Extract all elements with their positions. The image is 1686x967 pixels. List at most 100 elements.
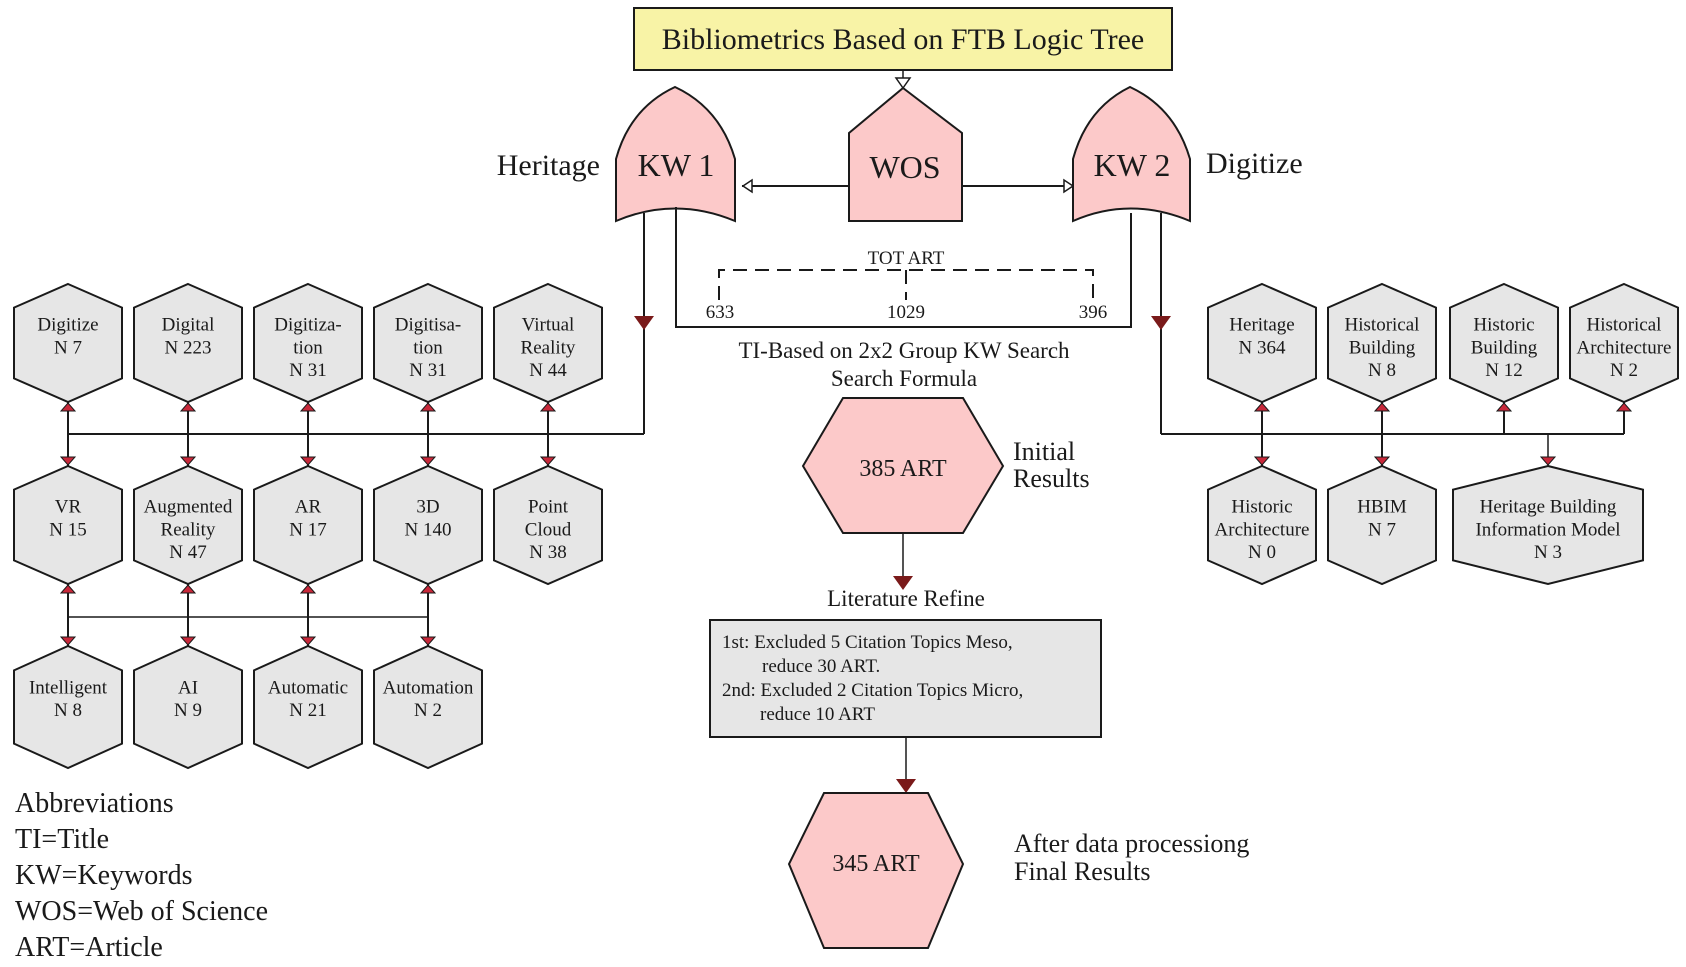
- connector-arrow-up-icon: [539, 402, 557, 412]
- connector-arrow-up-icon: [1253, 402, 1271, 412]
- kw2-label: KW 2: [1094, 147, 1171, 183]
- keyword-count: N 140: [405, 519, 452, 540]
- connector-arrow-down-icon: [419, 456, 437, 466]
- connector-arrow-up-icon: [1495, 402, 1513, 412]
- search-formula-label: Search Formula: [831, 366, 977, 391]
- connector-arrow-up-icon: [179, 402, 197, 412]
- initial-results-note: Results: [1013, 464, 1090, 493]
- connector-arrow-down-icon: [299, 636, 317, 646]
- keyword-count: N 0: [1248, 542, 1276, 563]
- hexagon-shape: [373, 282, 483, 404]
- hexagon-shape: [133, 464, 243, 586]
- refine-step-2: 2nd: Excluded 2 Citation Topics Micro,: [722, 680, 1023, 701]
- hexagon-shape: [1452, 464, 1644, 586]
- keyword-label: Information Model: [1475, 519, 1620, 540]
- refine-step-1: 1st: Excluded 5 Citation Topics Meso,: [722, 632, 1013, 653]
- keyword-label: Reality: [161, 519, 216, 540]
- initial-results-note: Initial: [1013, 437, 1075, 466]
- connector-arrow-up-icon: [299, 402, 317, 412]
- keyword-label: Automatic: [268, 677, 348, 698]
- keyword-label: Historic: [1231, 497, 1292, 518]
- keyword-label: Architecture: [1215, 519, 1310, 540]
- abbreviation-item: WOS=Web of Science: [15, 896, 268, 927]
- tot-art-bracket: TOT ART 633 1029 396: [706, 248, 1108, 323]
- hexagon-shape: [1207, 282, 1317, 404]
- connector-arrow-down-icon: [59, 636, 77, 646]
- connector-arrow-down-icon: [179, 636, 197, 646]
- hexagon-shape: [13, 464, 123, 586]
- connector-arrow-down-icon: [1373, 456, 1391, 466]
- keyword-label: AI: [178, 677, 198, 698]
- connector-arrow-up-icon: [179, 584, 197, 594]
- connector-arrow-up-icon: [419, 584, 437, 594]
- hexagon-shape: [253, 282, 363, 404]
- keyword-node-ar: ARN 17: [253, 464, 363, 586]
- keyword-label: Digitize: [37, 315, 98, 336]
- keyword-node-ai: AIN 9: [133, 644, 243, 770]
- connector-arrow-up-icon: [299, 584, 317, 594]
- connector-arrow-down-icon: [59, 456, 77, 466]
- keyword-label: Heritage: [1229, 315, 1294, 336]
- open-arrow-icon: [741, 178, 753, 194]
- hexagon-shape: [373, 644, 483, 770]
- keyword-label: Historical: [1587, 315, 1662, 336]
- abbreviations-legend: Abbreviations TI=Title KW=Keywords WOS=W…: [15, 788, 268, 963]
- keyword-count: N 8: [54, 700, 82, 721]
- tot-art-total-count: 1029: [887, 302, 925, 323]
- connector-arrow-down-icon: [539, 456, 557, 466]
- final-results-count: 345 ART: [832, 851, 920, 877]
- keyword-count: N 223: [165, 337, 212, 358]
- final-results-node: 345 ART: [787, 792, 965, 949]
- final-results-note: Final Results: [1014, 857, 1151, 886]
- keyword-label: Automation: [383, 677, 474, 698]
- arrow-down-icon: [896, 779, 916, 793]
- tot-art-label: TOT ART: [868, 248, 945, 269]
- keyword-label: 3D: [416, 497, 439, 518]
- keyword-label: Digitisa-: [395, 315, 462, 336]
- hexagon-shape: [1327, 464, 1437, 586]
- keyword-count: N 31: [409, 360, 446, 381]
- connector-arrow-down-icon: [1253, 456, 1271, 466]
- keyword-count: N 2: [414, 700, 442, 721]
- tot-art-kw2-count: 396: [1079, 302, 1108, 323]
- connector-arrow-down-icon: [1539, 456, 1557, 466]
- connector-arrow-up-icon: [59, 584, 77, 594]
- keyword-count: N 12: [1485, 360, 1522, 381]
- title-box: Bibliometrics Based on FTB Logic Tree: [633, 7, 1173, 71]
- keyword-count: N 21: [289, 700, 326, 721]
- keyword-label: Augmented: [144, 497, 233, 518]
- hexagon-shape: [1327, 282, 1437, 404]
- kw2-gate: KW 2: [1072, 85, 1191, 223]
- hexagon-shape: [1449, 282, 1559, 404]
- connector-arrow-down-icon: [419, 636, 437, 646]
- keyword-count: N 17: [289, 519, 326, 540]
- keyword-count: N 15: [49, 519, 86, 540]
- keyword-label: Building: [1349, 337, 1416, 358]
- keyword-label: Virtual: [522, 315, 575, 336]
- keyword-label: HBIM: [1357, 497, 1407, 518]
- open-arrow-icon: [1063, 178, 1075, 194]
- hexagon-shape: [133, 644, 243, 770]
- keyword-label: Point: [528, 497, 569, 518]
- abbreviation-item: KW=Keywords: [15, 860, 193, 891]
- abbreviation-item: ART=Article: [15, 932, 163, 963]
- keyword-count: N 44: [529, 360, 567, 381]
- arrow-down-icon: [634, 316, 654, 330]
- initial-results-node: 385 ART: [801, 397, 1005, 534]
- kw1-label: KW 1: [638, 147, 715, 183]
- initial-results-count: 385 ART: [859, 456, 947, 482]
- keyword-count: N 364: [1239, 337, 1286, 358]
- literature-refine-box: 1st: Excluded 5 Citation Topics Meso, re…: [709, 619, 1102, 738]
- keyword-label: Cloud: [525, 519, 572, 540]
